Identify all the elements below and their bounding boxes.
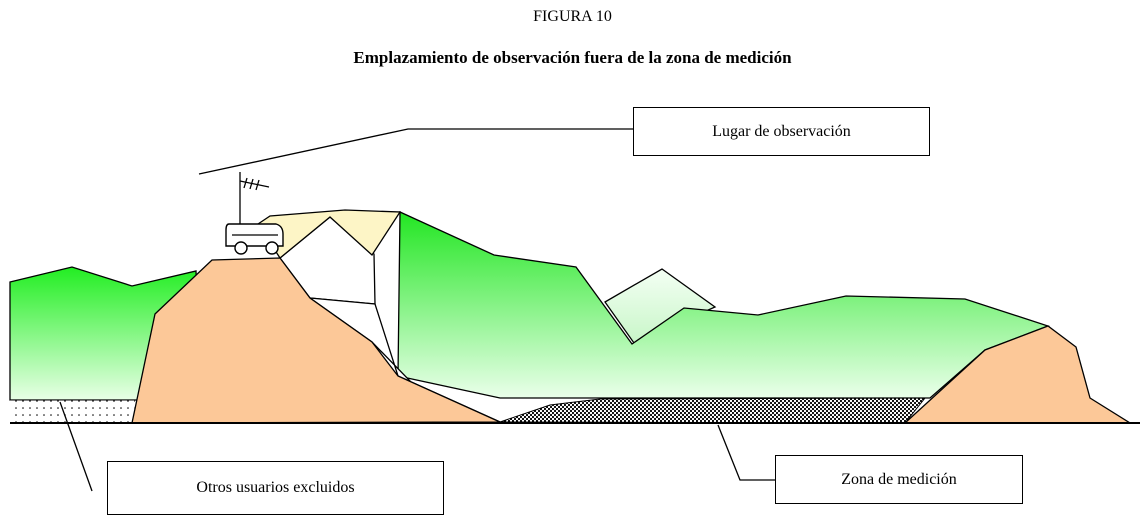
left-orange-hill	[131, 257, 501, 424]
observation-leader-line	[198, 128, 633, 175]
observation-plateau	[257, 209, 402, 259]
antenna-icon	[239, 172, 270, 224]
other-users-label: Otros usuarios excluidos	[196, 479, 355, 496]
other-users-leader-line	[59, 401, 93, 492]
observation-site-label: Lugar de observación	[712, 122, 851, 140]
figure-number: FIGURA 10	[533, 8, 612, 25]
measurement-zone	[499, 397, 927, 424]
middle-green-hill	[397, 210, 1050, 399]
measurement-zone-callout: Zona de medición	[775, 455, 1023, 504]
small-light-hill	[604, 268, 717, 344]
other-users-zone	[10, 400, 135, 423]
observation-van	[225, 223, 284, 255]
observation-site-callout: Lugar de observación	[633, 107, 930, 156]
other-users-callout: Otros usuarios excluidos	[107, 461, 444, 515]
figure-title: Emplazamiento de observación fuera de la…	[353, 48, 792, 67]
measurement-zone-label: Zona de medición	[841, 470, 957, 488]
zone-leader-line	[717, 424, 775, 481]
